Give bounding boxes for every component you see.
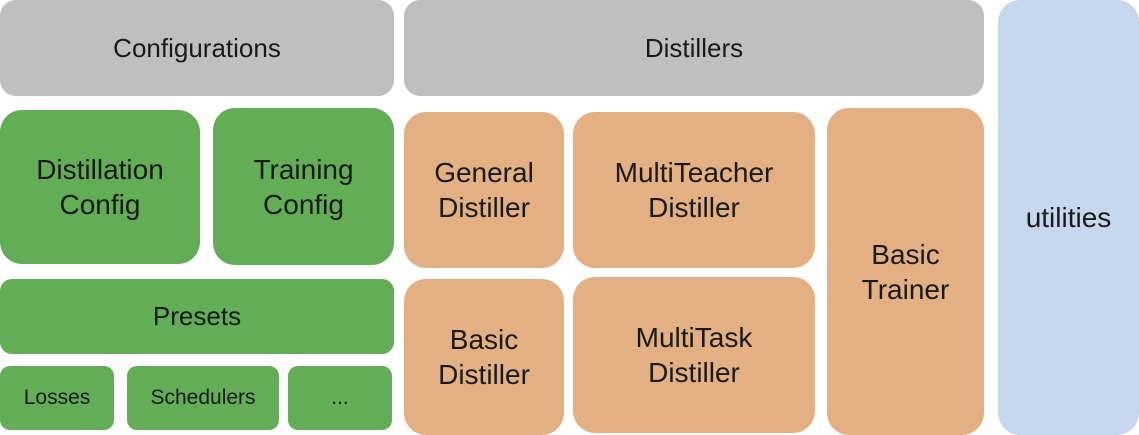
multiteacher-distiller-box: MultiTeacher Distiller [573, 112, 815, 268]
general-distiller-box: General Distiller [404, 112, 564, 268]
training-config-box: Training Config [213, 108, 394, 265]
utilities-box: utilities [998, 0, 1139, 435]
configurations-header: Configurations [0, 0, 394, 96]
more-presets-box: ... [288, 366, 392, 430]
distillers-header: Distillers [404, 0, 984, 96]
losses-box: Losses [0, 366, 114, 430]
multitask-distiller-box: MultiTask Distiller [573, 277, 815, 433]
basic-trainer-box: Basic Trainer [827, 108, 984, 435]
presets-box: Presets [0, 279, 394, 354]
basic-distiller-box: Basic Distiller [404, 279, 564, 435]
schedulers-box: Schedulers [127, 366, 279, 430]
distillation-config-box: Distillation Config [0, 110, 200, 264]
